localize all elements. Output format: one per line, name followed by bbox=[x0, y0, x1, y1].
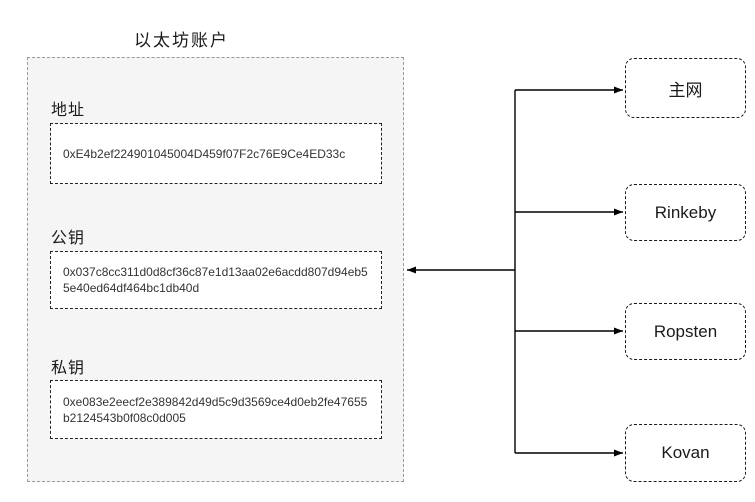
address-value-box: 0xE4b2ef224901045004D459f07F2c76E9Ce4ED3… bbox=[50, 123, 382, 184]
network-node-mainnet: 主网 bbox=[625, 58, 746, 118]
private-key-label: 私钥 bbox=[51, 360, 86, 377]
private-key-value: 0xe083e2eecf2e389842d49d5c9d3569ce4d0eb2… bbox=[63, 394, 368, 425]
account-title: 以太坊账户 bbox=[134, 31, 229, 50]
network-node-rinkeby: Rinkeby bbox=[625, 184, 746, 241]
network-node-ropsten: Ropsten bbox=[625, 303, 746, 360]
ethereum-account-box: 地址 0xE4b2ef224901045004D459f07F2c76E9Ce4… bbox=[27, 57, 404, 482]
private-key-value-box: 0xe083e2eecf2e389842d49d5c9d3569ce4d0eb2… bbox=[50, 380, 382, 439]
network-node-kovan-label: Kovan bbox=[661, 443, 710, 462]
address-label: 地址 bbox=[51, 102, 86, 119]
public-key-value-box: 0x037c8cc311d0d8cf36c87e1d13aa02e6acdd80… bbox=[50, 251, 382, 309]
network-node-kovan: Kovan bbox=[625, 424, 746, 482]
address-value: 0xE4b2ef224901045004D459f07F2c76E9Ce4ED3… bbox=[63, 146, 346, 161]
public-key-label: 公钥 bbox=[51, 230, 86, 247]
public-key-value: 0x037c8cc311d0d8cf36c87e1d13aa02e6acdd80… bbox=[63, 265, 368, 295]
network-node-rinkeby-label: Rinkeby bbox=[654, 202, 717, 222]
network-node-ropsten-label: Ropsten bbox=[653, 321, 718, 341]
network-node-mainnet-label: 主网 bbox=[668, 80, 703, 100]
